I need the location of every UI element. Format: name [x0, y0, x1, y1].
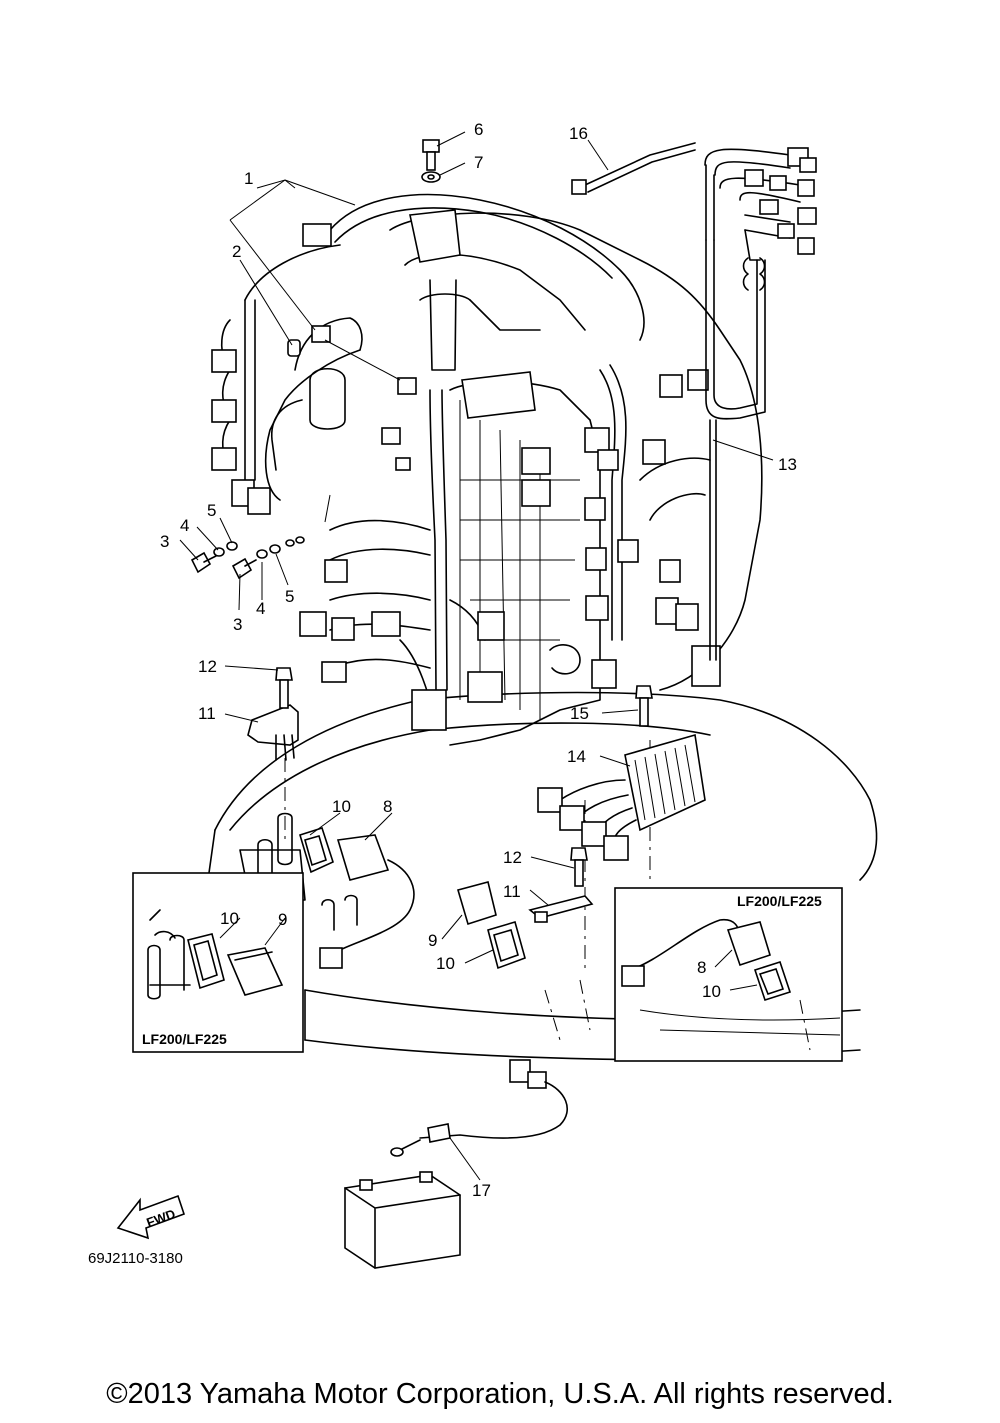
- fuse-holder-part: [287, 325, 331, 357]
- inset-right-lf200: LF200/LF225: [614, 887, 843, 1062]
- callout-2: 2: [232, 242, 241, 261]
- callout-10: 10: [436, 954, 455, 973]
- callout-numbers: 1 2 3 3 4 4 5 5 6 7 8 8 9 9 10 10 10 10 …: [160, 120, 797, 1200]
- inset-right-label: LF200/LF225: [737, 893, 822, 909]
- copyright-notice: ©2013 Yamaha Motor Corporation, U.S.A. A…: [106, 1378, 894, 1410]
- callout-8: 8: [697, 958, 706, 977]
- washer-7: [421, 171, 441, 183]
- battery: [344, 1171, 461, 1269]
- diagram-code: 69J2110-3180: [88, 1250, 183, 1267]
- battery-cable-17: [390, 1059, 569, 1157]
- bracket-11-lower: [528, 895, 594, 923]
- callout-8: 8: [383, 797, 392, 816]
- callout-10: 10: [220, 909, 239, 928]
- callout-4: 4: [180, 516, 189, 535]
- callout-5: 5: [285, 587, 294, 606]
- fwd-arrow-icon: FWD: [116, 1194, 186, 1240]
- callout-10: 10: [332, 797, 351, 816]
- callout-1: 1: [244, 169, 253, 188]
- bolt-12-left: [275, 667, 293, 709]
- callout-11: 11: [198, 704, 216, 723]
- screw-washer-set-right: [231, 536, 305, 580]
- leader-lines: [179, 131, 774, 1181]
- callout-9: 9: [428, 931, 437, 950]
- rectifier-regulator-14: [537, 733, 706, 861]
- bolt-15: [635, 685, 653, 727]
- relay-9-lower: [457, 881, 497, 926]
- callout-3: 3: [233, 615, 242, 634]
- callout-5: 5: [207, 501, 216, 520]
- callout-14: 14: [567, 747, 586, 766]
- callout-10: 10: [702, 982, 721, 1001]
- holder-8-main: [319, 834, 415, 969]
- callout-16: 16: [569, 124, 588, 143]
- bolt-6: [422, 139, 440, 171]
- callout-12: 12: [198, 657, 217, 676]
- callout-3: 3: [160, 532, 169, 551]
- callout-13: 13: [778, 455, 797, 474]
- bracket-11-left: [247, 704, 299, 761]
- callout-11: 11: [503, 882, 521, 901]
- wire-harness: [211, 193, 721, 731]
- callout-4: 4: [256, 599, 265, 618]
- grommet-10-main: [299, 826, 334, 874]
- callout-15: 15: [570, 704, 589, 723]
- callout-9: 9: [278, 910, 287, 929]
- callout-6: 6: [474, 120, 483, 139]
- grommet-10-lower: [487, 921, 526, 970]
- inset-left-lf200: LF200/LF225: [132, 872, 304, 1053]
- cable-tie-16: [571, 142, 696, 195]
- bolt-12-lower: [570, 847, 588, 887]
- callout-17: 17: [472, 1181, 491, 1200]
- lead-wire-13: [704, 147, 817, 661]
- callout-12: 12: [503, 848, 522, 867]
- inset-left-label: LF200/LF225: [142, 1031, 227, 1047]
- callout-7: 7: [474, 153, 483, 172]
